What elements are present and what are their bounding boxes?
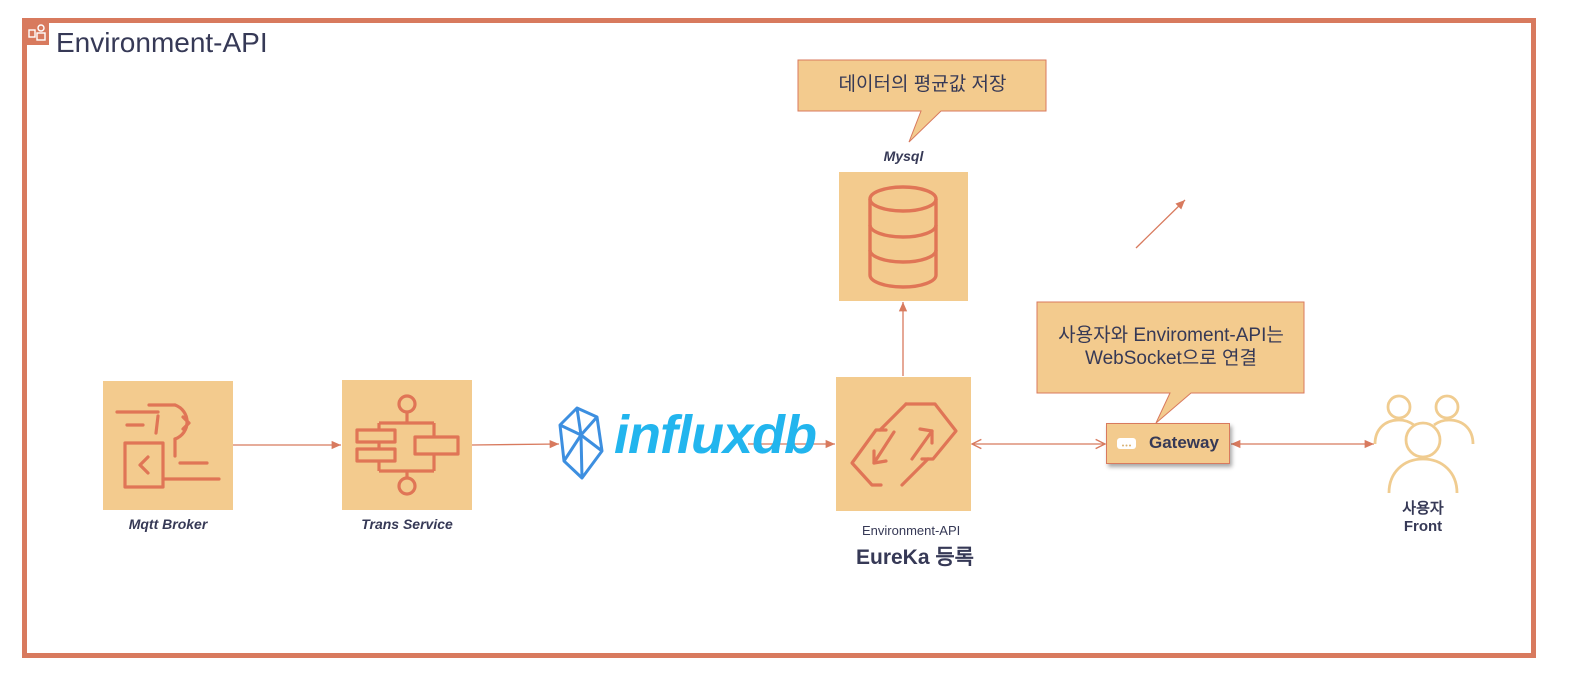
users-icon[interactable] xyxy=(1373,393,1475,495)
gateway-callout-line1: 사용자와 Enviroment-API는 xyxy=(1058,325,1284,346)
gateway-callout-shape xyxy=(1036,301,1305,424)
mqtt-broker-node[interactable] xyxy=(103,381,233,510)
step-functions-icon xyxy=(355,394,460,496)
user-label-line2: Front xyxy=(1403,518,1443,535)
influxdb-crystal-icon xyxy=(557,405,605,481)
environment-api-group-frame xyxy=(22,18,1536,658)
mqtt-broker-icon xyxy=(115,403,221,489)
mqtt-broker-label: Mqtt Broker xyxy=(128,516,208,532)
gateway-callout-text: 사용자와 Enviroment-API는 WebSocket으로 연결 xyxy=(1037,324,1305,370)
mysql-node[interactable] xyxy=(839,172,968,301)
influxdb-logo-text: influxdb xyxy=(614,405,817,465)
stray-arrow xyxy=(1135,199,1186,249)
user-label-line1: 사용자 xyxy=(1402,500,1444,517)
group-title: Environment-API xyxy=(56,27,268,58)
edge-trans-to-influx xyxy=(471,439,560,449)
mysql-label: Mysql xyxy=(883,148,924,164)
user-label: 사용자 Front xyxy=(1390,500,1456,536)
trans-service-label: Trans Service xyxy=(361,516,453,532)
eureka-main-label: EureKa 등록 xyxy=(856,546,975,569)
eureka-sub-label: Environment-API xyxy=(862,523,961,538)
region-icon xyxy=(25,21,49,45)
mysql-callout-text: 데이터의 평균값 저장 xyxy=(838,74,1007,95)
api-gateway-icon xyxy=(850,402,958,487)
eureka-api-node[interactable] xyxy=(836,377,971,511)
gateway-label: Gateway xyxy=(1149,433,1219,452)
mysql-callout-shape xyxy=(797,59,1047,143)
trans-service-node[interactable] xyxy=(342,380,472,510)
database-icon xyxy=(868,185,938,289)
gateway-resource-icon xyxy=(1117,438,1136,449)
gateway-callout-line2: WebSocket으로 연결 xyxy=(1084,348,1257,369)
